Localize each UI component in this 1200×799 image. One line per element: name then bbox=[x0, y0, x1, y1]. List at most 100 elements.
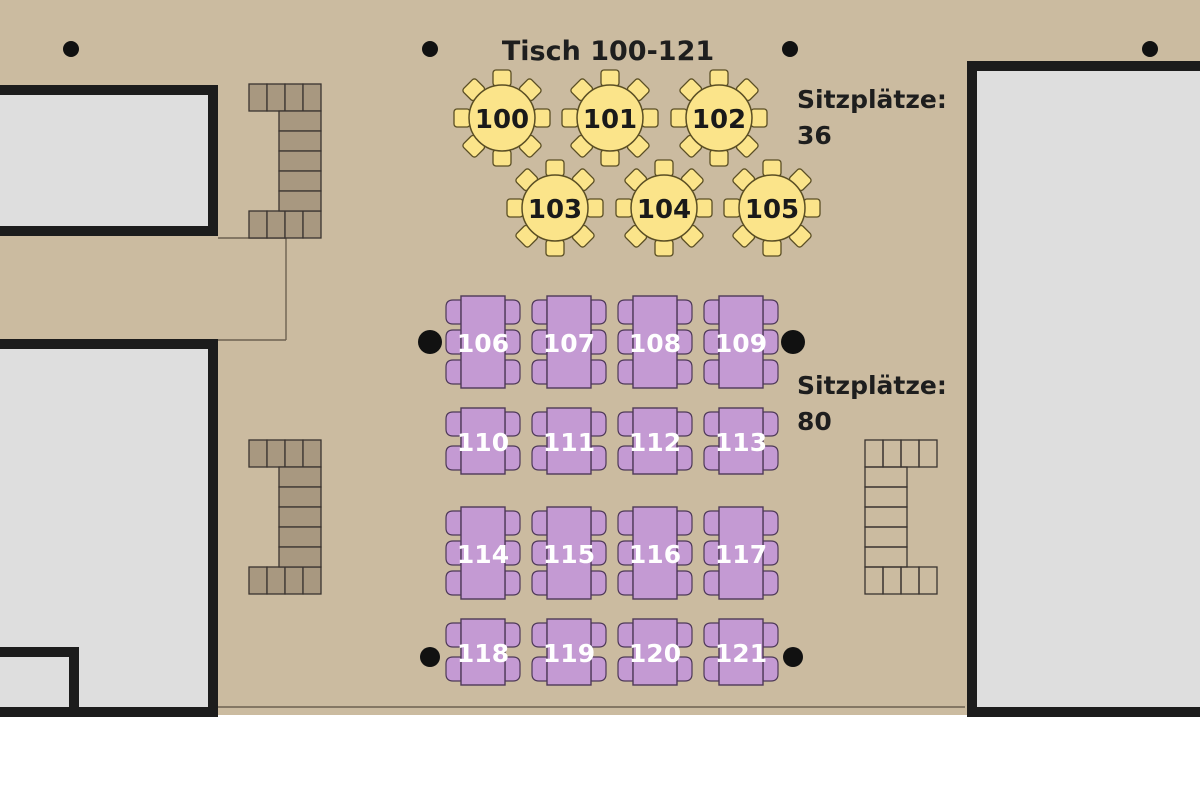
table-number: 103 bbox=[528, 195, 582, 225]
table-top bbox=[460, 506, 506, 600]
chair bbox=[506, 198, 524, 218]
chair bbox=[676, 445, 693, 471]
column bbox=[422, 41, 438, 57]
rect-table[interactable]: 117 bbox=[703, 506, 779, 600]
chair bbox=[703, 359, 720, 385]
chair bbox=[504, 656, 521, 682]
rect-table[interactable]: 110 bbox=[445, 407, 521, 475]
table-number: 112 bbox=[629, 428, 681, 457]
chair bbox=[709, 149, 729, 167]
table-number: 113 bbox=[715, 428, 767, 457]
table-number: 116 bbox=[629, 540, 681, 569]
chair bbox=[504, 299, 521, 325]
rect-table[interactable]: 112 bbox=[617, 407, 693, 475]
rect-table[interactable]: 121 bbox=[703, 618, 779, 686]
rect-table[interactable]: 120 bbox=[617, 618, 693, 686]
chair bbox=[617, 359, 634, 385]
rect-table[interactable]: 115 bbox=[531, 506, 607, 600]
rect-table[interactable]: 108 bbox=[617, 295, 693, 389]
rect-table[interactable]: 116 bbox=[617, 506, 693, 600]
table-number: 121 bbox=[715, 639, 767, 668]
chair bbox=[445, 445, 462, 471]
column bbox=[782, 41, 798, 57]
chair bbox=[803, 198, 821, 218]
room-left-corner bbox=[0, 647, 79, 717]
chair bbox=[492, 69, 512, 87]
round-table[interactable]: 101 bbox=[561, 69, 659, 167]
rect-table[interactable]: 118 bbox=[445, 618, 521, 686]
round-table[interactable]: 100 bbox=[453, 69, 551, 167]
rect-table[interactable]: 107 bbox=[531, 295, 607, 389]
chair bbox=[504, 510, 521, 536]
chair bbox=[531, 411, 548, 437]
chair bbox=[703, 656, 720, 682]
chair bbox=[590, 540, 607, 566]
rect-table[interactable]: 114 bbox=[445, 506, 521, 600]
chair bbox=[762, 359, 779, 385]
table-number: 105 bbox=[745, 195, 799, 225]
column bbox=[418, 330, 442, 354]
counter-right bbox=[864, 439, 938, 595]
chair bbox=[762, 159, 782, 177]
chair bbox=[617, 329, 634, 355]
counter-left-top bbox=[248, 83, 322, 239]
chair bbox=[615, 198, 633, 218]
chair bbox=[750, 108, 768, 128]
chair bbox=[617, 540, 634, 566]
chair bbox=[654, 159, 674, 177]
counters bbox=[248, 83, 938, 595]
chair bbox=[762, 411, 779, 437]
table-top bbox=[576, 84, 644, 152]
rooms bbox=[0, 61, 1200, 717]
chair bbox=[617, 570, 634, 596]
rect-table[interactable]: 113 bbox=[703, 407, 779, 475]
table-top bbox=[521, 174, 589, 242]
chair bbox=[762, 656, 779, 682]
round-table[interactable]: 103 bbox=[506, 159, 604, 257]
chair bbox=[590, 299, 607, 325]
table-number: 102 bbox=[692, 105, 746, 135]
chair bbox=[762, 445, 779, 471]
chair bbox=[703, 570, 720, 596]
table-top bbox=[738, 174, 806, 242]
chair bbox=[670, 108, 688, 128]
chair bbox=[504, 622, 521, 648]
chair bbox=[703, 411, 720, 437]
table-number: 119 bbox=[543, 639, 595, 668]
chair bbox=[586, 198, 604, 218]
rect-table[interactable]: 119 bbox=[531, 618, 607, 686]
table-number: 118 bbox=[457, 639, 509, 668]
chair bbox=[703, 299, 720, 325]
table-number: 117 bbox=[715, 540, 767, 569]
chair bbox=[762, 329, 779, 355]
chair bbox=[762, 540, 779, 566]
round-table[interactable]: 102 bbox=[670, 69, 768, 167]
rect-table[interactable]: 106 bbox=[445, 295, 521, 389]
table-top bbox=[546, 295, 592, 389]
chair bbox=[445, 570, 462, 596]
rect-table[interactable]: 109 bbox=[703, 295, 779, 389]
round-table[interactable]: 105 bbox=[723, 159, 821, 257]
table-top bbox=[685, 84, 753, 152]
table-top bbox=[718, 407, 764, 475]
chair bbox=[600, 149, 620, 167]
seats-label-round: Sitzplätze: bbox=[797, 85, 947, 114]
chair bbox=[531, 540, 548, 566]
chair bbox=[531, 510, 548, 536]
column bbox=[420, 647, 440, 667]
table-number: 114 bbox=[457, 540, 509, 569]
round-table[interactable]: 104 bbox=[615, 159, 713, 257]
table-number: 109 bbox=[715, 329, 767, 358]
chair bbox=[504, 411, 521, 437]
chair bbox=[703, 445, 720, 471]
column bbox=[783, 647, 803, 667]
table-top bbox=[718, 506, 764, 600]
column bbox=[781, 330, 805, 354]
chair bbox=[617, 656, 634, 682]
rect-table[interactable]: 111 bbox=[531, 407, 607, 475]
chair bbox=[762, 239, 782, 257]
table-top bbox=[718, 618, 764, 686]
chair bbox=[676, 411, 693, 437]
